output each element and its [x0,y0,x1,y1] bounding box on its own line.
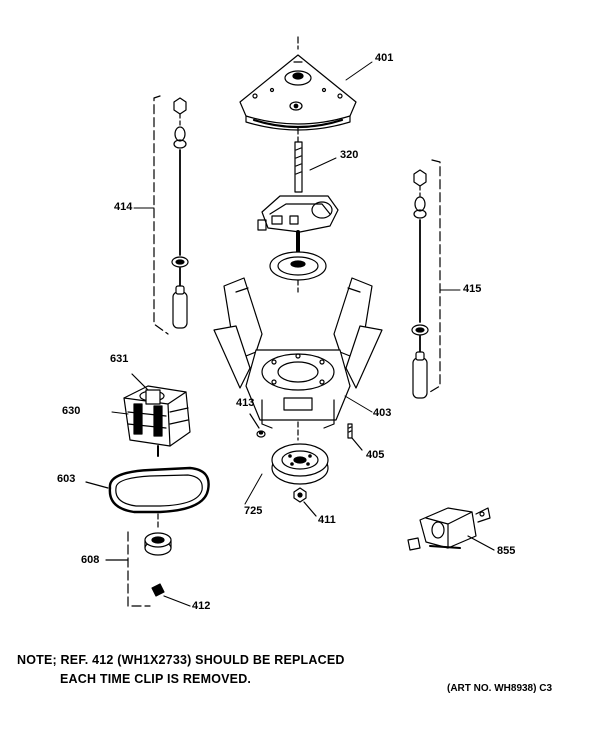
callout-405: 405 [366,449,385,461]
part-414-suspension-rod [153,95,189,335]
part-630-motor [123,373,191,457]
callout-411: 411 [318,514,336,526]
replacement-note-line2: EACH TIME CLIP IS REMOVED. [60,672,252,686]
callout-413: 413 [236,397,255,409]
art-number: (ART NO. WH8938) C3 [447,683,553,694]
callout-415: 415 [463,283,482,295]
callout-401: 401 [375,52,394,64]
part-405-screw [347,423,363,451]
callout-608: 608 [81,554,100,566]
part-412-clip [151,583,191,607]
callout-414: 414 [114,201,133,213]
callout-630: 630 [62,405,81,417]
part-855-pump [407,507,495,551]
part-403-base [213,277,383,429]
part-415-suspension-rod [411,159,441,399]
replacement-note-line1: NOTE; REF. 412 (WH1X2733) SHOULD BE REPL… [17,653,345,667]
callout-631: 631 [110,353,129,365]
part-608-pulley [105,513,172,607]
part-603-belt [85,466,210,514]
callout-412: 412 [192,600,211,612]
callout-403: 403 [373,407,392,419]
part-725-pulley [271,421,329,485]
callout-855: 855 [497,545,516,557]
part-413-nut [249,413,266,438]
part-320-transmission [257,127,339,293]
callout-725: 725 [244,505,263,517]
part-401-cover [239,36,357,131]
callout-320: 320 [340,149,359,161]
leader-lines [111,61,461,505]
callout-603: 603 [57,473,76,485]
part-411-nut [293,487,317,517]
